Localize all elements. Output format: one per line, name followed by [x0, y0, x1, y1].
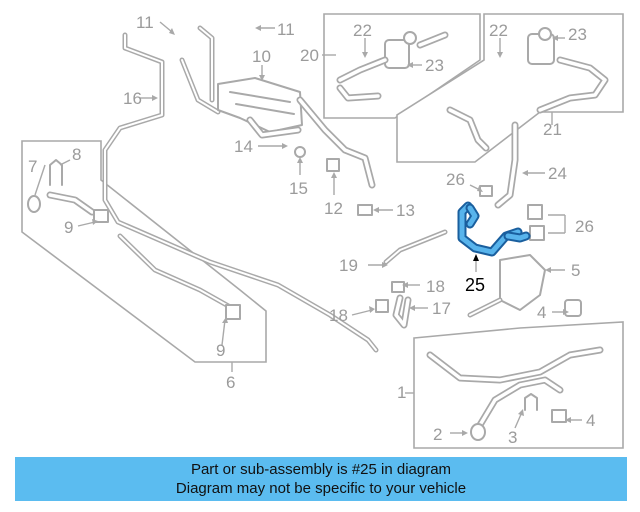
- caption-line-1: Part or sub-assembly is #25 in diagram: [190, 461, 452, 478]
- callout-11[interactable]: 11: [277, 20, 295, 39]
- callout-18[interactable]: 18: [426, 277, 445, 296]
- callout-8[interactable]: 8: [72, 145, 81, 164]
- callout-11[interactable]: 11: [136, 13, 154, 32]
- callout-21[interactable]: 21: [543, 120, 562, 139]
- callout-26[interactable]: 26: [575, 217, 594, 236]
- leader-lines: [34, 21, 582, 436]
- part-24: [479, 121, 545, 241]
- callout-12[interactable]: 12: [324, 199, 343, 218]
- callout-3[interactable]: 3: [508, 428, 517, 447]
- callout-9[interactable]: 9: [216, 341, 225, 360]
- part-25-highlighted[interactable]: [457, 201, 531, 257]
- callout-13[interactable]: 13: [396, 201, 415, 220]
- callout-14[interactable]: 14: [234, 137, 253, 156]
- pipe-16: [102, 32, 379, 353]
- caption-banner: Part or sub-assembly is #25 in diagram D…: [15, 457, 627, 501]
- left-group-box: [21, 140, 267, 363]
- part-15-clip: [294, 146, 306, 158]
- callout-6[interactable]: 6: [226, 373, 235, 392]
- callout-22[interactable]: 22: [353, 21, 372, 40]
- part-21-internals: [446, 27, 609, 152]
- part-10: [217, 77, 376, 189]
- callout-4[interactable]: 4: [537, 303, 546, 322]
- parts-diagram: 11 11 10 16 14 15 12 13 20 22 23 22 23 2…: [21, 13, 624, 449]
- callout-20[interactable]: 20: [300, 46, 319, 65]
- part-20-internals: [336, 31, 449, 102]
- part-7-8-9: [27, 159, 241, 320]
- callout-10[interactable]: 10: [252, 47, 271, 66]
- callout-7[interactable]: 7: [28, 157, 37, 176]
- callout-22[interactable]: 22: [489, 21, 508, 40]
- callout-1[interactable]: 1: [397, 383, 406, 402]
- callout-17[interactable]: 17: [432, 299, 451, 318]
- callout-24[interactable]: 24: [548, 164, 567, 183]
- callout-4[interactable]: 4: [586, 411, 595, 430]
- callout-15[interactable]: 15: [289, 179, 308, 198]
- callout-numbers: 11 11 10 16 14 15 12 13 20 22 23 22 23 2…: [28, 13, 595, 447]
- callout-2[interactable]: 2: [433, 425, 442, 444]
- callout-9[interactable]: 9: [64, 218, 73, 237]
- callout-23[interactable]: 23: [425, 56, 444, 75]
- callout-16[interactable]: 16: [123, 89, 142, 108]
- part-13-clip: [357, 204, 373, 216]
- part-5-housing: [467, 254, 582, 318]
- callout-25[interactable]: 25: [465, 275, 485, 295]
- part-17-19: [375, 229, 448, 329]
- pipe-11-upper: [179, 25, 221, 115]
- callout-18[interactable]: 18: [329, 306, 348, 325]
- top-group-box-21: [396, 13, 624, 163]
- callout-5[interactable]: 5: [571, 261, 580, 280]
- caption-line-2: Diagram may not be specific to your vehi…: [175, 480, 467, 497]
- part-12-clamp: [326, 158, 340, 172]
- callout-23[interactable]: 23: [568, 25, 587, 44]
- part-1-assembly: [426, 346, 604, 441]
- callout-19[interactable]: 19: [339, 256, 358, 275]
- callout-26[interactable]: 26: [446, 170, 465, 189]
